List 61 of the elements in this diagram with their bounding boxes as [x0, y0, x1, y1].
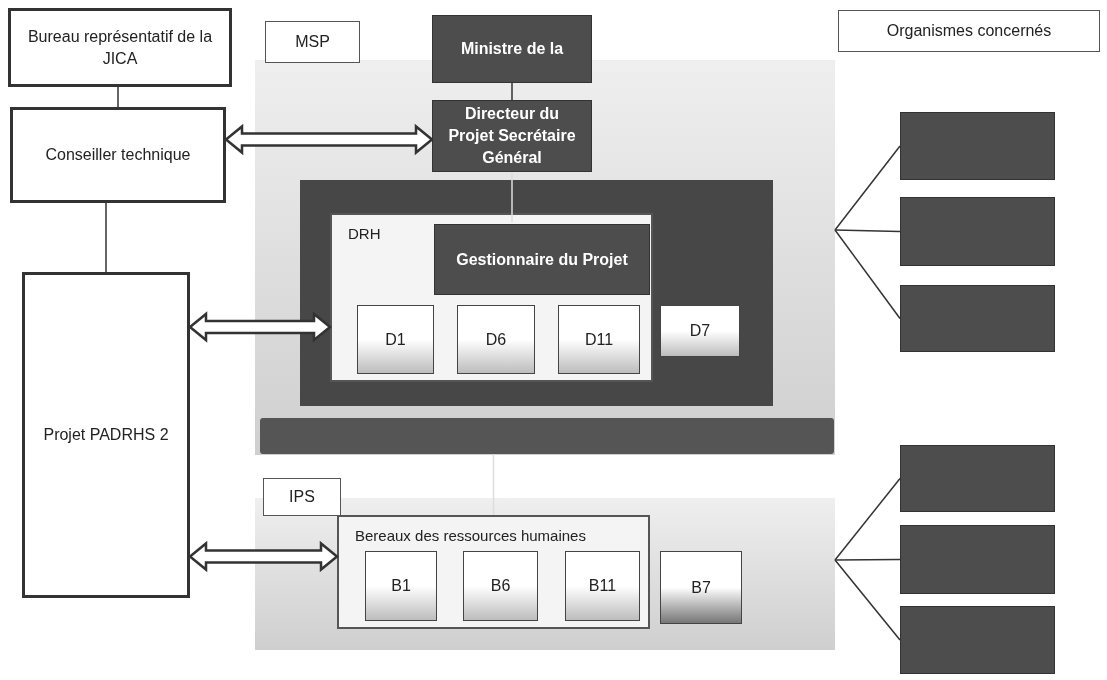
node-label: Gestionnaire du Projet — [456, 249, 628, 270]
node-label: Bereaux des ressources humaines — [355, 526, 586, 546]
node-label: B1 — [391, 576, 411, 596]
role-box — [432, 100, 592, 172]
office-box — [8, 8, 232, 87]
node-label: Projet PADRHS 2 — [43, 425, 169, 445]
section-tag — [263, 478, 341, 516]
node-label: B6 — [490, 576, 511, 596]
organization-box — [900, 112, 1055, 180]
project-box — [22, 272, 190, 598]
node-label: Conseiller technique — [45, 145, 191, 165]
node-label: D7 — [689, 321, 711, 341]
connector-line — [834, 145, 901, 231]
organization-box — [900, 606, 1055, 674]
connector-line — [834, 559, 901, 641]
advisor-box — [10, 107, 226, 203]
node-label: Organismes concernés — [886, 21, 1052, 41]
node-label: IPS — [289, 487, 315, 507]
unit-box — [463, 551, 538, 621]
double-arrow — [188, 540, 339, 573]
connector-line — [492, 453, 495, 516]
unit-box — [660, 305, 740, 357]
connector-line — [105, 202, 107, 273]
role-box — [432, 15, 592, 83]
node-label: B7 — [691, 577, 711, 598]
double-arrow — [224, 123, 434, 156]
shaded-region — [255, 60, 835, 455]
node-label: B11 — [588, 576, 617, 596]
node-label: DRH — [348, 224, 381, 244]
connector-line — [511, 82, 513, 101]
node-label: Bureau représentatif de la JICA — [26, 26, 214, 69]
unit-box — [558, 305, 640, 374]
connector-line — [834, 229, 901, 320]
connector-line — [117, 86, 119, 108]
unit-box — [357, 305, 434, 374]
section-tag — [838, 10, 1100, 52]
unit-box — [660, 551, 742, 624]
node-label: D11 — [584, 329, 614, 350]
connector-line — [834, 477, 901, 561]
connector-line — [511, 171, 513, 223]
unit-box — [365, 551, 437, 621]
department-box — [330, 213, 653, 382]
double-arrow — [188, 311, 332, 343]
office-group-box — [337, 515, 650, 629]
node-label: Ministre de la — [460, 39, 564, 59]
organization-box — [900, 525, 1055, 594]
organization-box — [900, 445, 1055, 512]
node-label: D6 — [485, 329, 507, 350]
shaded-band — [260, 418, 834, 454]
role-box — [434, 224, 650, 295]
unit-box — [457, 305, 535, 374]
organization-box — [900, 285, 1055, 352]
unit-box — [565, 551, 640, 621]
department-frame — [300, 180, 773, 406]
organization-box — [900, 197, 1055, 266]
node-label: Directeur du Projet Secrétaire Général — [447, 104, 577, 168]
node-label: D1 — [385, 329, 406, 350]
node-label: MSP — [295, 32, 330, 52]
connector-line — [834, 558, 901, 561]
connector-line — [834, 229, 901, 233]
section-tag — [265, 21, 360, 63]
